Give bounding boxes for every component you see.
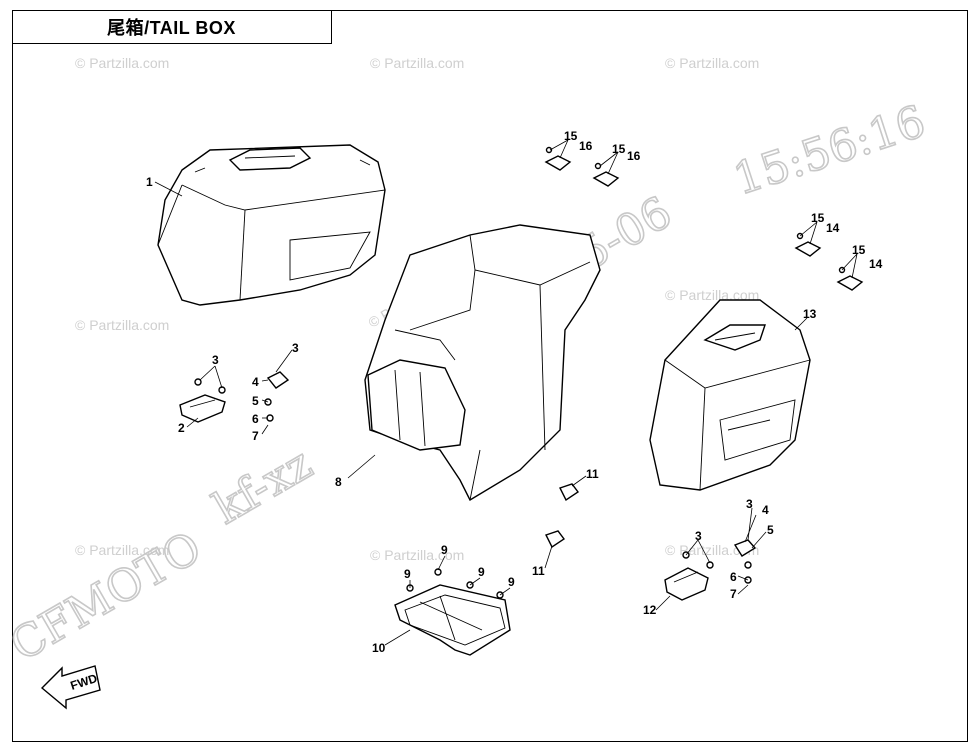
callout-15: 15 — [564, 129, 578, 143]
callout-2: 2 — [178, 421, 185, 435]
watermark-partzilla: © Partzilla.com — [75, 542, 169, 558]
callout-9: 9 — [478, 565, 485, 579]
part-16-bracket — [544, 155, 620, 187]
callout-11: 11 — [532, 564, 545, 578]
callout-15: 15 — [612, 142, 626, 156]
watermark-time: 15:56:16 — [728, 96, 932, 206]
callout-9: 9 — [404, 567, 411, 581]
callout-16: 16 — [579, 139, 593, 153]
callout-7: 7 — [252, 429, 259, 443]
callout-14: 14 — [826, 221, 840, 235]
callout-5: 5 — [767, 523, 774, 537]
callout-3: 3 — [212, 353, 219, 367]
diagram-frame — [12, 10, 968, 742]
callout-1: 1 — [146, 175, 153, 189]
callout-11: 11 — [586, 467, 599, 481]
fwd-direction-arrow: FWD — [40, 665, 101, 710]
callout-12: 12 — [643, 603, 657, 617]
callout-9: 9 — [441, 543, 448, 557]
watermark-code: kf-xz — [205, 438, 321, 534]
callout-15: 15 — [852, 243, 866, 257]
callout-16: 16 — [627, 149, 641, 163]
watermark-partzilla: © Partzilla.com — [75, 317, 169, 333]
watermark-partzilla: © Partzilla.com — [665, 287, 759, 303]
callout-15: 15 — [811, 211, 825, 225]
callout-13: 13 — [803, 307, 817, 321]
part-13-right-side-case — [649, 299, 811, 491]
callout-3: 3 — [746, 497, 753, 511]
callout-labels: 1 2 3 3 4 5 6 7 8 11 11 10 9 9 9 9 12 3 … — [146, 129, 883, 655]
leader-lines — [154, 139, 858, 646]
callout-14: 14 — [869, 257, 883, 271]
part-4-latch — [266, 371, 757, 557]
callout-9: 9 — [508, 575, 515, 589]
part-10-mounting-bracket — [394, 584, 511, 656]
page-title: 尾箱/TAIL BOX — [107, 17, 236, 38]
callout-5: 5 — [252, 394, 259, 408]
title-box: 尾箱/TAIL BOX — [12, 10, 332, 44]
watermark-partzilla: © Partzilla.com — [665, 55, 759, 71]
callout-4: 4 — [762, 503, 769, 517]
callout-6: 6 — [730, 570, 737, 584]
callout-3: 3 — [695, 529, 702, 543]
callout-4: 4 — [252, 375, 259, 389]
callout-6: 6 — [252, 412, 259, 426]
callout-10: 10 — [372, 641, 386, 655]
watermark-partzilla: © Partzilla.com — [370, 547, 464, 563]
part-11-latch — [545, 483, 580, 549]
part-8-center-top-box — [364, 224, 601, 501]
callout-7: 7 — [730, 587, 737, 601]
callout-8: 8 — [335, 475, 342, 489]
watermark-partzilla: © Partzilla.com — [370, 55, 464, 71]
watermark-partzilla: © Partzilla.com — [75, 55, 169, 71]
part-14-bracket — [794, 241, 864, 291]
callout-3: 3 — [292, 341, 299, 355]
part-1-left-side-case — [157, 144, 386, 306]
part-2-mount-plate — [179, 394, 226, 423]
part-12-mount-plate — [664, 567, 709, 601]
